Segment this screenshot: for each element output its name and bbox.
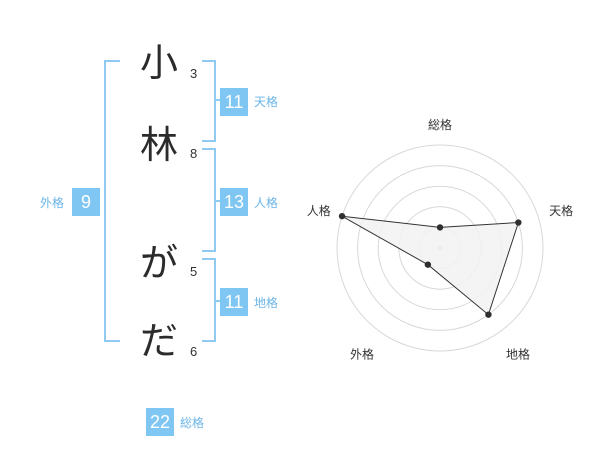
radar-axis-label: 総格 xyxy=(428,117,452,132)
radar-axis-label: 外格 xyxy=(350,346,374,361)
gaikaku-value: 9 xyxy=(72,188,100,216)
radar-point-2 xyxy=(515,219,522,226)
radar-point-3 xyxy=(485,311,492,318)
stroke-count-4: 6 xyxy=(190,344,198,359)
stroke-count-2: 8 xyxy=(190,146,198,161)
chikaku-value: 11 xyxy=(220,288,248,316)
radar-point-1 xyxy=(436,224,444,231)
tenkaku-value: 11 xyxy=(220,88,248,116)
chikaku-connector xyxy=(214,300,220,302)
soukaku-label: 総格 xyxy=(180,416,205,430)
soukaku-value: 22 xyxy=(146,408,174,436)
radar-grid-ring xyxy=(336,144,544,352)
chikaku-label: 地格 xyxy=(254,296,279,310)
name-char-2: 林 xyxy=(140,123,179,167)
radar-axis-label: 天格 xyxy=(549,203,573,218)
radar-grid-ring xyxy=(357,165,523,331)
jinkaku-label: 人格 xyxy=(254,196,279,210)
name-char-4: だ xyxy=(140,319,179,363)
name-char-1: 小 xyxy=(140,41,179,85)
radar-point-5 xyxy=(338,212,346,220)
gaikaku-label: 外格 xyxy=(40,196,65,210)
stroke-count-1: 3 xyxy=(190,66,198,81)
gaikaku-bracket xyxy=(104,60,120,342)
jinkaku-connector xyxy=(214,200,220,202)
name-char-3: が xyxy=(140,241,179,285)
tenkaku-connector xyxy=(214,99,220,101)
jinkaku-value: 13 xyxy=(220,188,248,216)
radar-axis-label: 人格 xyxy=(307,203,331,218)
stroke-count-3: 5 xyxy=(190,264,198,279)
radar-point-4 xyxy=(424,261,432,268)
tenkaku-bracket xyxy=(202,60,216,142)
tenkaku-label: 天格 xyxy=(254,95,279,109)
radar-axis-label: 地格 xyxy=(506,346,530,361)
